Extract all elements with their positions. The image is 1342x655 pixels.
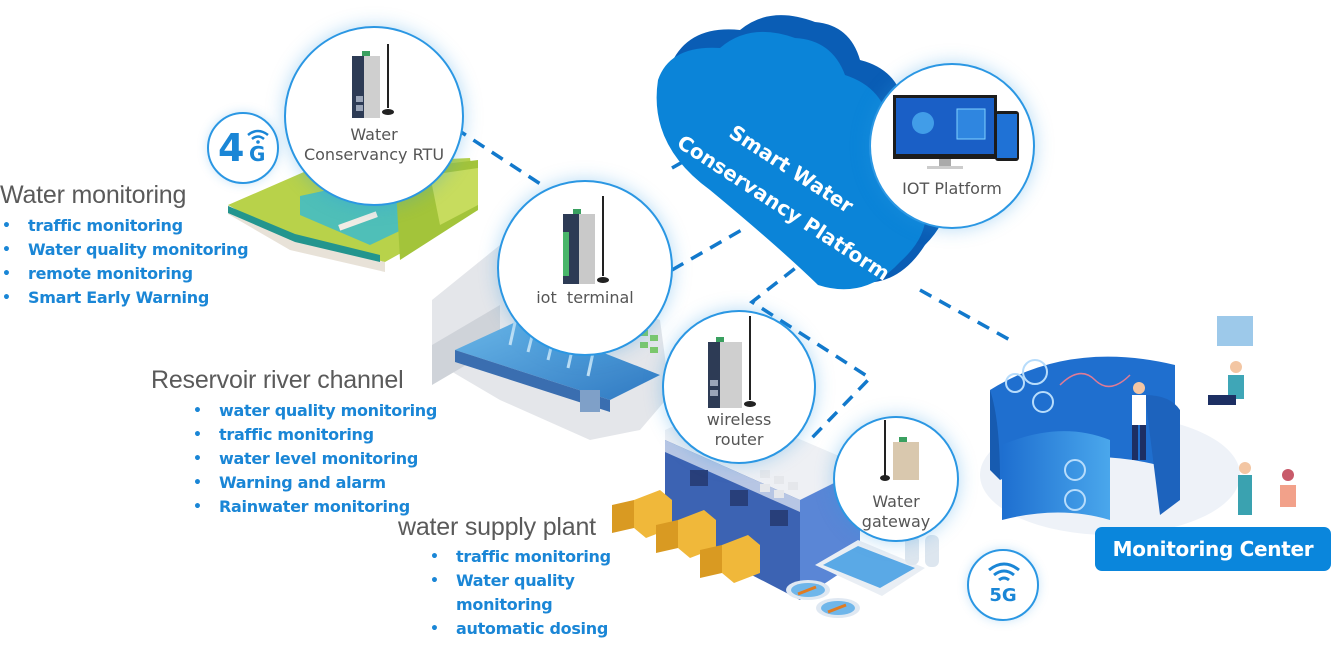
router-device-icon	[708, 316, 756, 408]
rtu-device-icon	[352, 44, 394, 118]
node-label-line2: Conservancy RTU	[303, 145, 445, 164]
feature-item: • Smart Early Warning	[2, 286, 248, 310]
feature-item-continuation: monitoring	[456, 593, 611, 617]
node-label-line2: router	[714, 430, 764, 449]
feature-item: • Rainwater monitoring	[193, 495, 437, 519]
bullet-icon: •	[193, 451, 202, 467]
section-title-reservoir: Reservoir river channel	[151, 366, 404, 394]
badge-5g-label: 5G	[989, 585, 1017, 606]
monitor-and-phone-icon	[893, 95, 1019, 169]
feature-label: traffic monitoring	[28, 216, 183, 235]
bullet-icon: •	[193, 475, 202, 491]
feature-label: monitoring	[456, 595, 553, 614]
gateway-device-icon	[880, 420, 919, 481]
feature-item: • traffic monitoring	[430, 545, 611, 569]
badge-4g-letter: G	[249, 142, 266, 166]
node-iot-terminal[interactable]: iot terminal	[497, 180, 673, 356]
feature-item: • traffic monitoring	[2, 214, 248, 238]
feature-label: Warning and alarm	[219, 473, 386, 492]
badge-4g: 4 G	[207, 112, 279, 184]
control-cabinets-illustration	[612, 490, 760, 583]
bullet-icon: •	[193, 403, 202, 419]
section-title-water-supply: water supply plant	[398, 513, 596, 541]
connection-cloud-to-monitoring-center	[919, 288, 1011, 342]
feature-item: • remote monitoring	[2, 262, 248, 286]
feature-label: water level monitoring	[219, 449, 419, 468]
node-label-line1: Water	[350, 125, 398, 144]
feature-item: • water level monitoring	[193, 447, 437, 471]
people-illustration	[1132, 316, 1296, 515]
water-plant-illustration	[612, 405, 939, 618]
node-water-gateway[interactable]: Water gateway	[833, 416, 959, 542]
iot-terminal-device-icon	[563, 196, 609, 284]
bullet-icon: •	[2, 218, 11, 234]
bullet-icon: •	[193, 427, 202, 443]
feature-item: • Water quality	[430, 569, 611, 593]
bullet-icon: •	[2, 242, 11, 258]
feature-item: • Warning and alarm	[193, 471, 437, 495]
connection-iot-terminal-to-cloud-2	[671, 226, 746, 272]
feature-label: traffic monitoring	[456, 547, 611, 566]
feature-label: traffic monitoring	[219, 425, 374, 444]
feature-label: water quality monitoring	[219, 401, 437, 420]
node-iot-platform[interactable]: IOT Platform	[869, 63, 1035, 229]
badge-4g-number: 4	[218, 126, 245, 170]
node-label-line1: Water	[872, 492, 920, 511]
bullet-icon: •	[430, 621, 439, 637]
water-monitoring-feature-list: • traffic monitoring • Water quality monit…	[2, 214, 249, 310]
node-water-conservancy-rtu[interactable]: Water Conservancy RTU	[284, 26, 464, 206]
feature-label: Rainwater monitoring	[219, 497, 410, 516]
node-label: iot terminal	[536, 288, 634, 307]
bullet-icon: •	[2, 290, 11, 306]
bullet-icon: •	[430, 549, 439, 565]
feature-label: automatic dosing	[456, 619, 608, 638]
feature-item: • automatic dosing	[430, 617, 611, 641]
bullet-icon: •	[430, 573, 439, 589]
wifi-signal-icon	[988, 562, 1020, 582]
monitoring-center-illustration	[980, 316, 1296, 535]
wifi-signal-icon	[247, 129, 269, 144]
cloud-shape	[656, 15, 947, 290]
connection-rtu-to-iot-terminal	[454, 126, 546, 189]
feature-label: remote monitoring	[28, 264, 193, 283]
node-label: IOT Platform	[902, 179, 1002, 198]
feature-label: Water quality	[456, 571, 575, 590]
feature-item: • Water quality monitoring	[2, 238, 249, 262]
bullet-icon: •	[193, 499, 202, 515]
feature-item: • water quality monitoring	[193, 399, 437, 423]
bullet-icon: •	[2, 266, 11, 282]
feature-item: • traffic monitoring	[193, 423, 437, 447]
feature-label: Water quality monitoring	[28, 240, 249, 259]
reservoir-feature-list: • water quality monitoring • traffic monit…	[193, 399, 437, 519]
node-label-line1: wireless	[706, 410, 772, 429]
water-supply-feature-list: • traffic monitoring • Water quality monit…	[430, 545, 611, 641]
node-wireless-router[interactable]: wireless router	[662, 310, 816, 464]
feature-label: Smart Early Warning	[28, 288, 209, 307]
node-label-line2: gateway	[861, 512, 931, 531]
monitoring-center-button[interactable]: Monitoring Center	[1095, 527, 1331, 571]
section-title-water-monitoring: Water monitoring	[0, 181, 187, 209]
badge-5g: 5G	[967, 549, 1039, 621]
